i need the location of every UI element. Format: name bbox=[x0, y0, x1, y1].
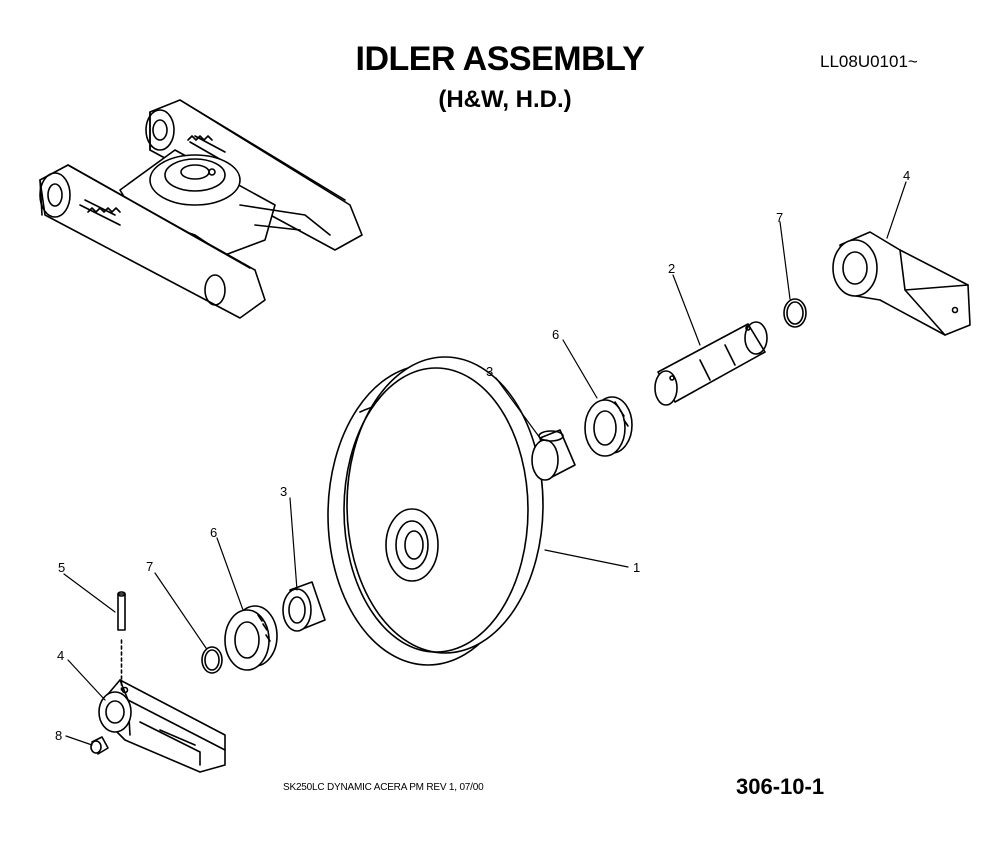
drawing-code: LL08U0101~ bbox=[820, 52, 918, 71]
callout-labels: 1 2 3 3 4 4 5 6 6 7 7 8 bbox=[55, 168, 910, 743]
bushing-part-3-upper bbox=[531, 429, 576, 481]
seal-part-6-lower bbox=[224, 605, 278, 671]
callout-8: 8 bbox=[55, 728, 62, 743]
callout-4-lower: 4 bbox=[57, 648, 64, 663]
bracket-part-4-upper bbox=[832, 231, 971, 336]
seal-part-6-upper bbox=[584, 396, 633, 457]
callout-4-upper: 4 bbox=[903, 168, 910, 183]
callout-6-upper: 6 bbox=[552, 327, 559, 342]
bushing-part-3-lower bbox=[282, 581, 326, 632]
model-revision-text: SK250LC DYNAMIC ACERA PM REV 1, 07/00 bbox=[283, 782, 484, 793]
callout-7-lower: 7 bbox=[146, 559, 153, 574]
page-number: 306-10-1 bbox=[736, 774, 825, 799]
bracket-part-4-lower bbox=[98, 679, 226, 773]
callout-2: 2 bbox=[668, 261, 675, 276]
callout-5: 5 bbox=[58, 560, 65, 575]
plug-part-8 bbox=[90, 736, 109, 755]
callout-3-lower: 3 bbox=[280, 484, 287, 499]
shaft-part-2 bbox=[654, 321, 768, 406]
snap-ring-part-7-lower bbox=[201, 646, 223, 674]
leader-lines bbox=[63, 181, 907, 746]
snap-ring-part-7-upper bbox=[783, 298, 807, 328]
callout-3-upper: 3 bbox=[486, 364, 493, 379]
page-subtitle: (H&W, H.D.) bbox=[438, 86, 572, 113]
undercarriage-overview-illustration bbox=[39, 99, 363, 319]
callout-7-upper: 7 bbox=[776, 210, 783, 225]
callout-6-lower: 6 bbox=[210, 525, 217, 540]
pin-part-5 bbox=[117, 591, 126, 691]
callout-1: 1 bbox=[633, 560, 640, 575]
idler-wheel-part-1 bbox=[327, 356, 544, 666]
page-title: IDLER ASSEMBLY bbox=[355, 40, 645, 78]
